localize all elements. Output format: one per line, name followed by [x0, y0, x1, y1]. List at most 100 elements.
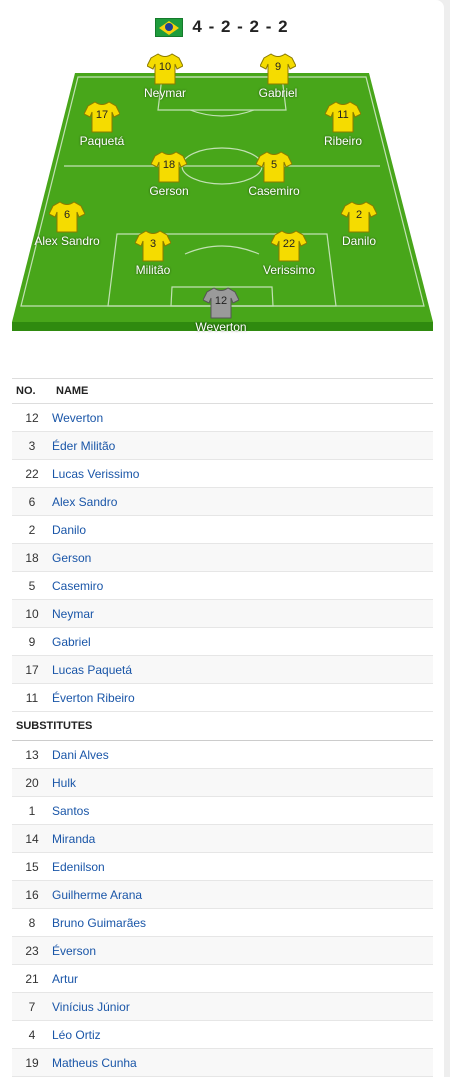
formation-header: 4 - 2 - 2 - 2 [0, 14, 444, 40]
shirt-number: 11 [337, 109, 349, 121]
player-number: 13 [12, 740, 52, 769]
pitch: 4 - 2 - 2 - 2 12 Weverton 3 Militão 22 V… [0, 0, 444, 345]
shirt-number: 12 [214, 295, 228, 307]
player-name: Paquetá [79, 134, 125, 148]
player-number: 17 [12, 655, 52, 684]
player-marker[interactable]: 6 Alex Sandro [27, 201, 107, 248]
shirt-icon: 9 [260, 53, 296, 85]
player-link[interactable]: Éder Militão [52, 438, 116, 453]
player-link[interactable]: Danilo [52, 522, 87, 537]
player-link[interactable]: Weverton [52, 410, 104, 425]
column-header-name: NAME [52, 378, 433, 404]
player-link[interactable]: Guilherme Arana [52, 887, 143, 902]
shirt-number: 2 [355, 209, 363, 221]
player-name: Gerson [149, 184, 189, 198]
player-link[interactable]: Casemiro [52, 578, 104, 593]
player-link[interactable]: Bruno Guimarães [52, 915, 147, 930]
substitutes-header-row: SUBSTITUTES [12, 711, 433, 741]
player-link[interactable]: Dani Alves [52, 747, 109, 762]
player-marker[interactable]: 22 Verissimo [249, 230, 329, 277]
shirt-icon: 11 [325, 101, 361, 133]
player-name: Ribeiro [323, 134, 362, 148]
player-number: 4 [12, 1020, 52, 1049]
shirt-icon: 6 [49, 201, 85, 233]
player-number: 3 [12, 431, 52, 460]
player-link[interactable]: Lucas Paquetá [52, 662, 133, 677]
player-link[interactable]: Gabriel [52, 634, 91, 649]
player-marker[interactable]: 17 Paquetá [62, 101, 142, 148]
player-marker[interactable]: 11 Ribeiro [303, 101, 383, 148]
player-marker[interactable]: 3 Militão [113, 230, 193, 277]
player-name: Gabriel [258, 86, 298, 100]
player-link[interactable]: Alex Sandro [52, 494, 118, 509]
player-link[interactable]: Vinícius Júnior [52, 999, 130, 1014]
shirt-icon: 22 [271, 230, 307, 262]
player-link[interactable]: Neymar [52, 606, 95, 621]
player-marker[interactable]: 9 Gabriel [238, 53, 318, 100]
player-link[interactable]: Miranda [52, 831, 96, 846]
player-link[interactable]: Edenilson [52, 859, 105, 874]
player-number: 5 [12, 571, 52, 600]
player-number: 16 [12, 880, 52, 909]
shirt-number: 22 [282, 238, 296, 250]
shirt-number: 6 [63, 209, 71, 221]
shirt-number: 3 [149, 238, 157, 250]
player-number: 21 [12, 964, 52, 993]
player-marker[interactable]: 10 Neymar [125, 53, 205, 100]
roster-header-row: NO. NAME [12, 378, 433, 404]
player-link[interactable]: Artur [52, 971, 79, 986]
shirt-icon: 3 [135, 230, 171, 262]
player-link[interactable]: Éverton Ribeiro [52, 690, 135, 705]
shirt-icon: 5 [256, 151, 292, 183]
substitutes-heading: SUBSTITUTES [12, 711, 433, 741]
shirt-icon: 17 [84, 101, 120, 133]
player-number: 7 [12, 992, 52, 1021]
player-number: 20 [12, 768, 52, 797]
player-marker[interactable]: 18 Gerson [129, 151, 209, 198]
player-link[interactable]: Hulk [52, 775, 77, 790]
player-number: 23 [12, 936, 52, 965]
player-marker[interactable]: 2 Danilo [319, 201, 399, 248]
player-marker[interactable]: 12 Weverton [181, 287, 261, 334]
player-link[interactable]: Éverson [52, 943, 97, 958]
player-link[interactable]: Léo Ortiz [52, 1027, 101, 1042]
player-name: Danilo [341, 234, 377, 248]
player-marker[interactable]: 5 Casemiro [234, 151, 314, 198]
shirt-icon: 18 [151, 151, 187, 183]
player-number: 12 [12, 403, 52, 432]
player-number: 9 [12, 627, 52, 656]
player-link[interactable]: Santos [52, 803, 90, 818]
player-number: 19 [12, 1048, 52, 1077]
player-link[interactable]: Gerson [52, 550, 92, 565]
player-number: 11 [12, 683, 52, 712]
player-number: 6 [12, 487, 52, 516]
column-header-number: NO. [12, 378, 52, 404]
shirt-icon: 2 [341, 201, 377, 233]
player-name: Neymar [143, 86, 186, 100]
player-name: Casemiro [248, 184, 300, 198]
player-link[interactable]: Lucas Verissimo [52, 466, 140, 481]
player-link[interactable]: Matheus Cunha [52, 1055, 137, 1070]
player-number: 1 [12, 796, 52, 825]
